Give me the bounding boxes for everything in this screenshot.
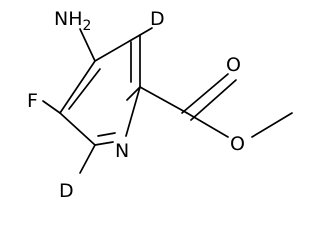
molecule-diagram: NH2 D F N D O O <box>27 8 293 202</box>
bond-n1-c6 <box>94 141 114 146</box>
ester-oxygen-label: O <box>230 133 245 155</box>
bond-carbonyl-c-ester-o <box>186 112 229 138</box>
bond-c4-nh2 <box>79 28 96 62</box>
fluorine-label: F <box>27 90 38 112</box>
bond-ester-o-methyl <box>251 112 293 138</box>
bond-c6-c5 <box>59 112 96 146</box>
bond-c5-c4-double <box>68 68 101 110</box>
bond-n1-c6-double <box>97 132 116 137</box>
bond-carbonyl-double-a <box>181 73 229 114</box>
deuterium-top-label: D <box>150 8 165 30</box>
deuterium-bottom-label: D <box>59 180 74 202</box>
bond-c2-n1 <box>126 86 141 101</box>
bond-c5-c4 <box>59 60 96 114</box>
bond-carbonyl-double-b <box>190 79 237 121</box>
bond-c2-n1-ring <box>125 86 141 137</box>
carbonyl-oxygen-label: O <box>226 54 241 76</box>
structure-drawing: NH2 D F N D O O <box>27 8 293 202</box>
bond-c5-f <box>42 100 61 114</box>
bond-c6-d <box>79 144 96 174</box>
bond-c4-c3 <box>94 34 141 62</box>
bond-c2-carbonyl-c <box>139 86 188 114</box>
amine-label: NH2 <box>54 8 91 34</box>
bond-c3-d <box>139 27 153 36</box>
ring-nitrogen-label: N <box>115 140 129 162</box>
